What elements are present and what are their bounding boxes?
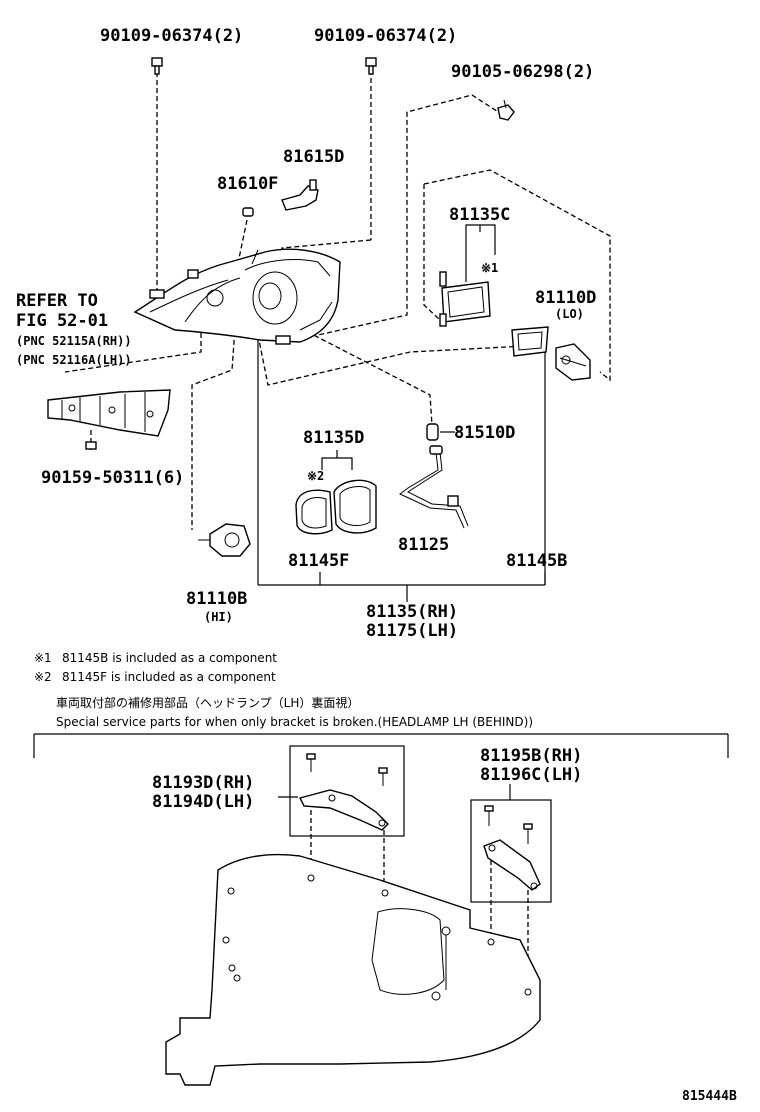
bulb-lo-icon [555, 343, 591, 381]
service-title-jp: 車両取付部の補修用部品（ヘッドランプ（LH）裏面視） [56, 695, 359, 710]
section-bracket [33, 733, 729, 758]
label-refer-to: REFER TO [16, 291, 98, 311]
label-unit-rh: 81135(RH) [366, 602, 458, 622]
headlamp-rear-housing [165, 853, 541, 1086]
label-screw-top: 90105-06298(2) [451, 62, 594, 82]
cover-81135c-icon [439, 271, 491, 327]
label-socket-d: 81615D [283, 147, 344, 167]
label-bracket-d-rh: 81193D(RH) [152, 773, 254, 793]
gasket-81145b-icon [511, 326, 549, 357]
label-bulb-f: 81610F [217, 174, 278, 194]
wire-81125-icon [399, 445, 469, 529]
bolt-b-icon [365, 57, 377, 75]
socket-81510d-icon [426, 423, 439, 441]
cover-81135d-icon [333, 479, 377, 534]
label-bulb-lo-part: 81110D [535, 288, 596, 308]
label-unit-lh: 81175(LH) [366, 621, 458, 641]
label-pnc-rh: (PNC 52115A(RH)) [16, 334, 132, 348]
note1-mark: ※1 [34, 651, 52, 665]
note1-text: 81145B is included as a component [62, 651, 277, 665]
headlamp-housing [133, 248, 341, 345]
label-bracket-c-lh: 81196C(LH) [480, 765, 582, 785]
bulb-81610f-icon [242, 207, 254, 217]
bolt-a-icon [151, 57, 163, 75]
label-bracket-b-rh: 81195B(RH) [480, 746, 582, 766]
leader-lines [64, 70, 611, 602]
label-bracket-d-lh: 81194D(LH) [152, 792, 254, 812]
label-cover-145b: 81145B [506, 551, 567, 571]
label-socket-510d: 81510D [454, 423, 515, 443]
label-clip-bolt: 90159-50311(6) [41, 468, 184, 488]
label-cover-145f: 81145F [288, 551, 349, 571]
cover-81145f-icon [295, 489, 333, 535]
label-lo: (LO) [555, 307, 584, 321]
diagram-id: 815444B [682, 1089, 737, 1104]
screw-top-icon [497, 99, 515, 121]
label-cover-c: 81135C [449, 205, 510, 225]
note2-mark: ※2 [34, 670, 52, 684]
socket-81615d-icon [281, 179, 319, 211]
label-mark-1: ※1 [481, 261, 498, 275]
label-pnc-lh: (PNC 52116A(LH)) [16, 353, 132, 367]
label-hi: (HI) [204, 610, 233, 624]
mounting-bracket-icon [47, 389, 171, 450]
label-wire-125: 81125 [398, 535, 449, 555]
label-mark-2: ※2 [307, 469, 324, 483]
bulb-hi-icon [198, 523, 251, 557]
label-refer-fig: FIG 52-01 [16, 311, 108, 331]
label-bulb-hi-part: 81110B [186, 589, 247, 609]
service-title-en: Special service parts for when only brac… [56, 715, 533, 729]
bracket-b-box [470, 784, 552, 903]
bracket-d-box [278, 745, 405, 837]
label-bolt-b: 90109-06374(2) [314, 26, 457, 46]
label-bolt-a: 90109-06374(2) [100, 26, 243, 46]
label-cover-d: 81135D [303, 428, 364, 448]
note2-text: 81145F is included as a component [62, 670, 276, 684]
